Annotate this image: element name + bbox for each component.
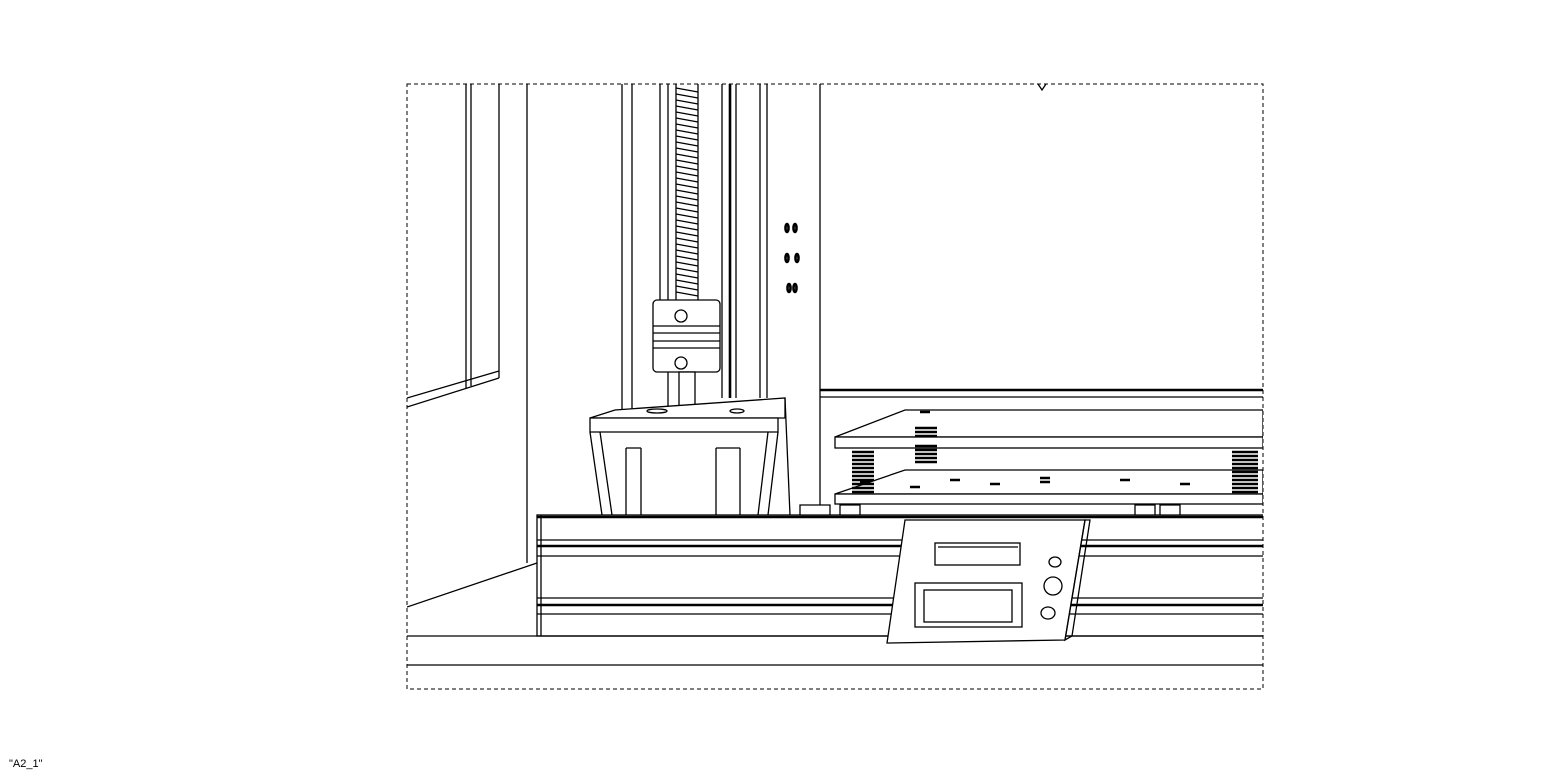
lcd-control-panel [886, 519, 1091, 644]
shaft-coupler [652, 299, 721, 411]
view-border [406, 83, 1264, 690]
view-label: "A2_1" [9, 758, 43, 770]
vertical-frame-columns [621, 84, 1047, 505]
window-frame [407, 84, 538, 608]
aluminum-extrusion-rail [407, 504, 1263, 666]
bed-springs [852, 426, 1258, 494]
motor-bracket [589, 397, 791, 516]
lead-screw [675, 84, 699, 300]
bed-frame [820, 388, 1263, 505]
